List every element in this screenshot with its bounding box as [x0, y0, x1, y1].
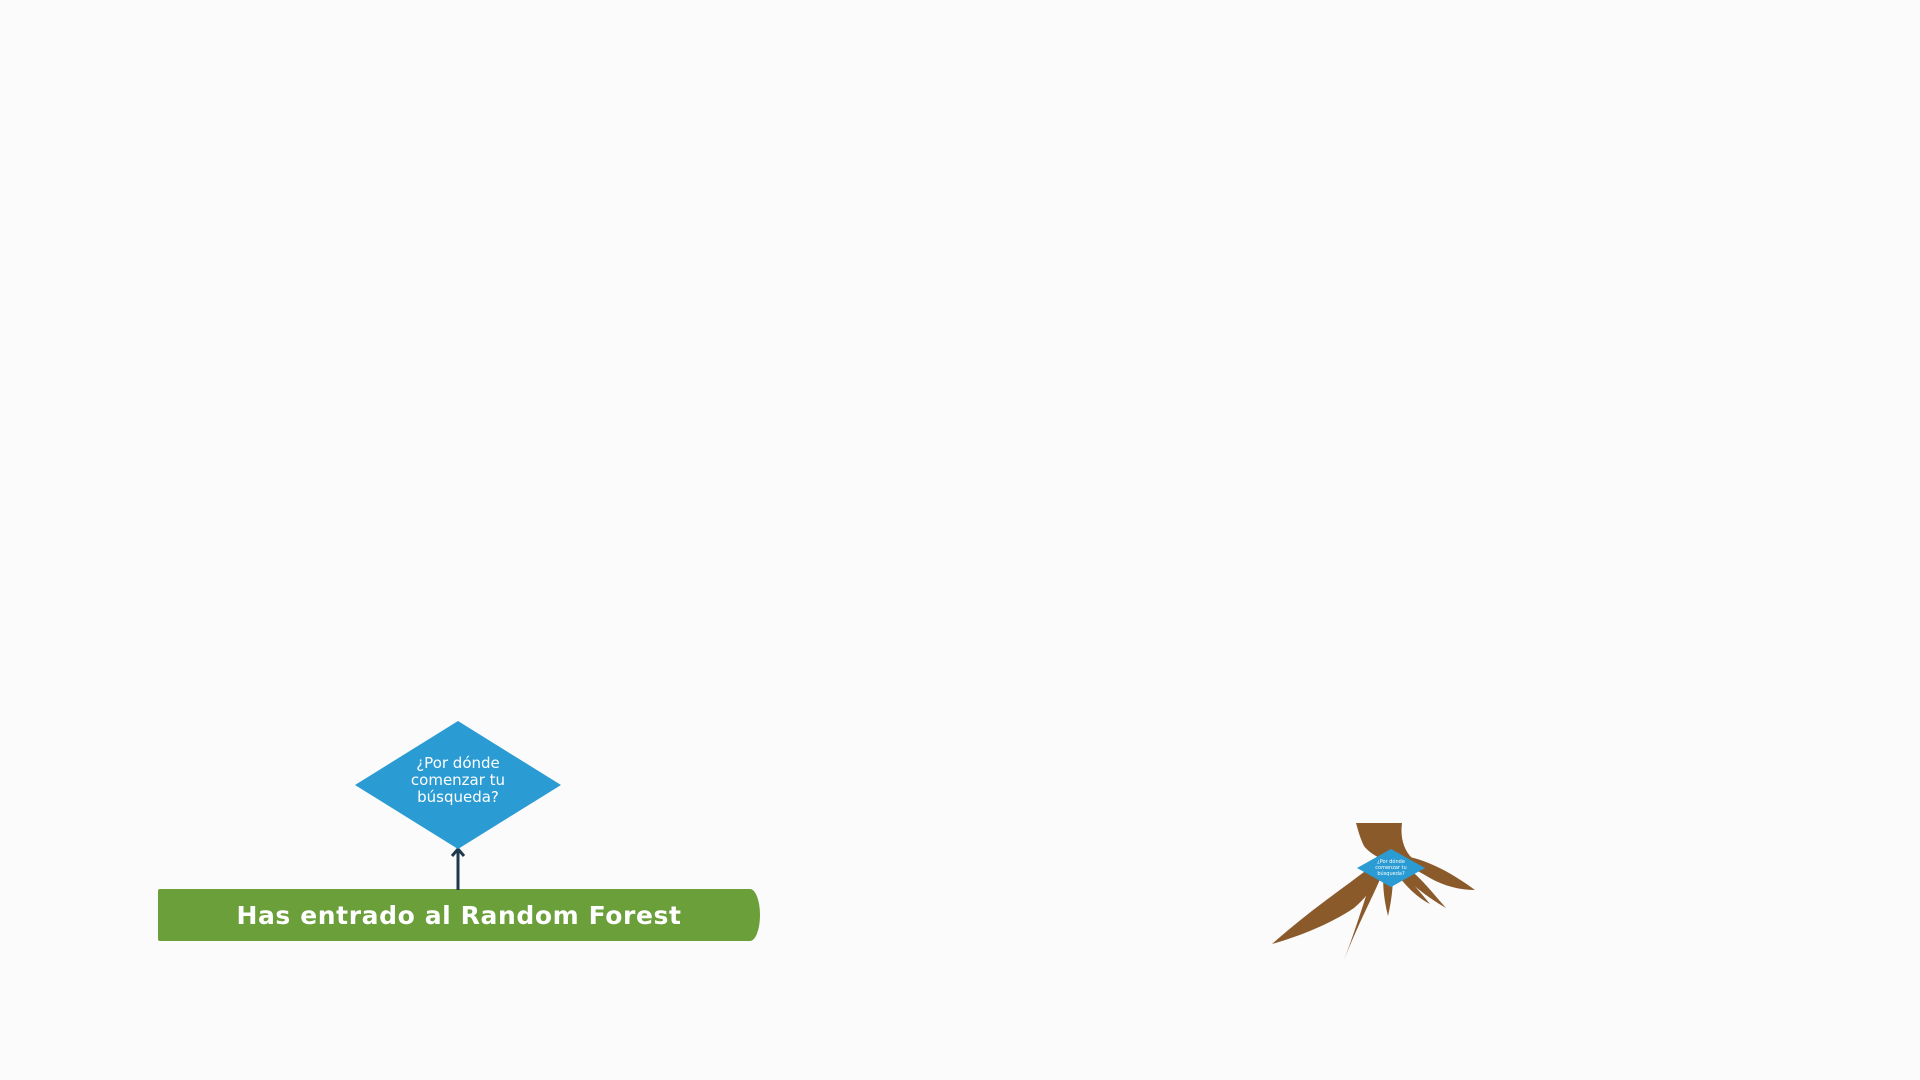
mini-text-line: búsqueda? — [1377, 871, 1405, 877]
mini-text-line: comenzar tu — [1375, 865, 1407, 871]
decision-text-line: búsqueda? — [417, 788, 499, 806]
mini-diamond-shape — [1357, 849, 1425, 887]
mini-decision-question: ¿Por dónde comenzar tu búsqueda? — [1373, 859, 1409, 877]
decision-text-line: comenzar tu — [410, 771, 506, 789]
start-banner-label: Has entrado al Random Forest — [236, 900, 682, 930]
up-arrow-icon — [450, 846, 466, 890]
start-banner: Has entrado al Random Forest — [158, 889, 760, 941]
decision-question: ¿Por dónde comenzar tu búsqueda? — [383, 755, 533, 806]
tree-roots-illustration — [1272, 823, 1475, 960]
mini-decision-diamond: ¿Por dónde comenzar tu búsqueda? — [1357, 849, 1425, 887]
decision-diamond: ¿Por dónde comenzar tu búsqueda? — [355, 721, 561, 849]
diamond-shape — [355, 721, 561, 849]
decision-text-line: ¿Por dónde — [416, 754, 500, 772]
mini-text-line: ¿Por dónde — [1377, 859, 1405, 865]
